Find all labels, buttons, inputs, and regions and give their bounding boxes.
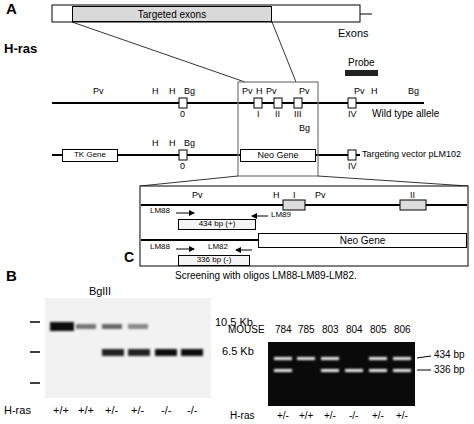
caption-note: Screening with oligos LM88-LM89-LM82. (175, 270, 357, 281)
site-label: Pv (192, 191, 203, 201)
site-label: Pv (299, 87, 310, 97)
genotype: -/- (349, 410, 358, 421)
allele-label: Wild type allele (372, 108, 439, 119)
site-label: Pv (242, 87, 253, 97)
genotype: -/- (187, 404, 197, 416)
exon-number: I (257, 110, 260, 120)
box-label: Neo Gene (340, 235, 386, 246)
mouse-number: 804 (346, 324, 363, 335)
part-label: Exons (338, 27, 369, 39)
site-label: H (169, 87, 176, 97)
genotype: +/+ (299, 410, 313, 421)
exon-number: II (410, 191, 415, 201)
mouse-number: 805 (370, 324, 387, 335)
site-label: Bg (299, 124, 310, 134)
exon-number: II (275, 110, 280, 120)
mouse-number: 784 (275, 324, 292, 335)
box-label: Targeted exons (138, 9, 206, 20)
site-label: Bg (184, 139, 195, 149)
tk-gene-box: TK Gene (62, 149, 118, 162)
site-label: Pv (354, 87, 365, 97)
site-label: Pv (315, 191, 326, 201)
box-label: 434 bp (+) (199, 220, 236, 229)
site-label: H (169, 139, 176, 149)
targeted-exons-bar: Targeted exons (72, 6, 272, 22)
exon-number: IV (348, 162, 357, 172)
site-label: H (152, 87, 159, 97)
primer-label: LM82 (208, 243, 228, 252)
genotype: +/- (131, 404, 144, 416)
genotype: +/+ (78, 404, 94, 416)
box-label: Neo Gene (257, 151, 298, 161)
exon-number: 0 (180, 110, 185, 120)
size-label: 336 bp (434, 364, 465, 375)
genotype: +/- (277, 410, 289, 421)
genotype: +/- (105, 404, 118, 416)
gene-name: H-ras (4, 404, 31, 416)
site-label: H (256, 87, 263, 97)
site-label: H (371, 87, 378, 97)
primer-label: LM89 (271, 211, 291, 220)
site-label: Bg (184, 87, 195, 97)
neo-gene-box: Neo Gene (258, 233, 467, 248)
site-label: Pv (266, 87, 277, 97)
pcr-product-box: 336 bp (-) (178, 255, 250, 266)
vector-label: Targeting vector pLM102 (362, 150, 461, 160)
genotype: +/- (372, 410, 384, 421)
gene-name: H-ras (4, 42, 37, 56)
genotype: -/- (161, 404, 171, 416)
site-label: Bg (408, 87, 419, 97)
site-label: H (273, 191, 280, 201)
genotype: +/+ (53, 404, 69, 416)
box-label: 336 bp (-) (197, 256, 232, 265)
pcr-product-box: 434 bp (+) (178, 219, 256, 230)
box-label: TK Gene (74, 151, 106, 160)
exon-number: 0 (180, 162, 185, 172)
mouse-number: 806 (394, 324, 411, 335)
genotype: +/- (396, 410, 408, 421)
mouse-number: 803 (322, 324, 339, 335)
exon-number: III (294, 110, 302, 120)
panel-letter: C (124, 250, 134, 265)
part-label: Probe (348, 57, 375, 68)
size-label: 6.5 Kb (222, 345, 254, 357)
exon-number: I (293, 191, 296, 201)
gene-name: H-ras (230, 410, 254, 421)
genotype: +/- (324, 410, 336, 421)
mouse-number: 785 (298, 324, 315, 335)
axis-title: MOUSE (228, 324, 265, 335)
neo-gene-box: Neo Gene (240, 149, 316, 162)
exon-number: IV (348, 110, 357, 120)
size-label: 434 bp (434, 349, 465, 360)
site-label: H (152, 139, 159, 149)
site-label: Pv (93, 87, 104, 97)
primer-label: LM88 (150, 207, 170, 216)
panel-letter: A (6, 1, 17, 18)
enzyme-label: BglII (89, 285, 111, 297)
panel-letter: B (6, 268, 17, 285)
primer-label: LM88 (150, 243, 170, 252)
